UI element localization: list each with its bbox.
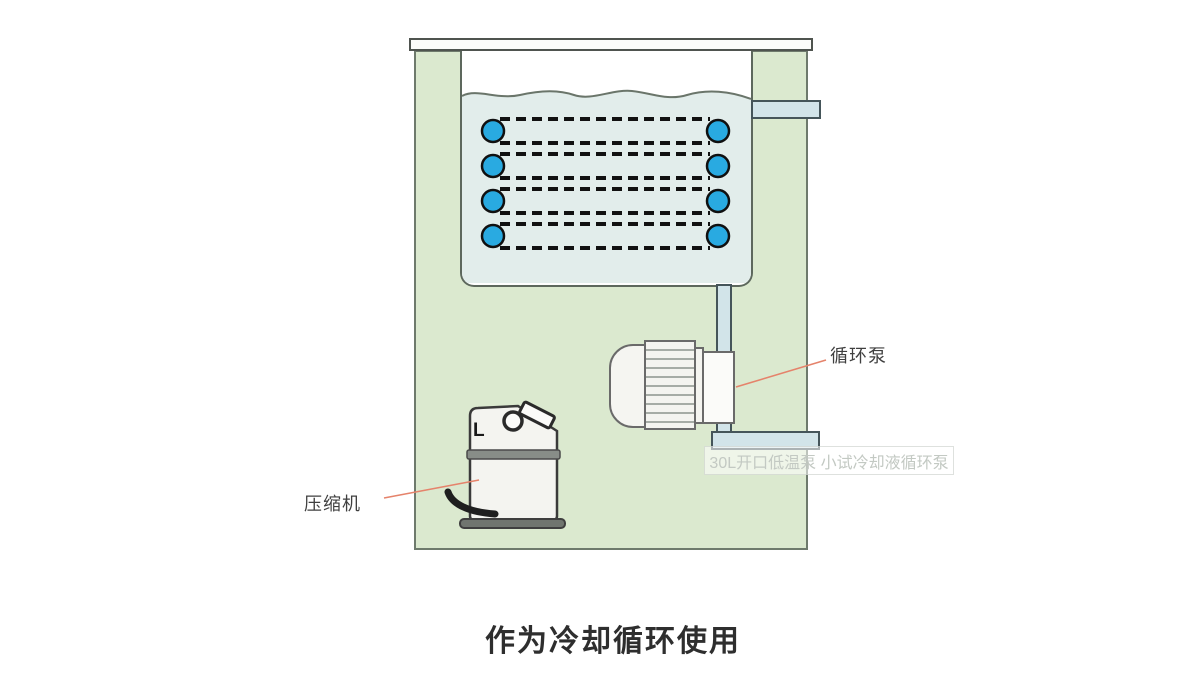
compressor-band (466, 449, 561, 460)
pump-motor-ribbed-body (644, 340, 696, 430)
diagram-caption: 作为冷却循环使用 (485, 625, 741, 658)
pipe-outlet-top (751, 100, 821, 119)
coil-loop-dot (480, 223, 506, 249)
tank-lid (409, 38, 813, 51)
pump-motor-dome (609, 344, 647, 428)
coil-loop-dot (705, 153, 731, 179)
coil-loop-dot (480, 153, 506, 179)
compressor-stub (518, 400, 556, 430)
compressor-base (459, 518, 566, 529)
coil-loop-dot (705, 188, 731, 214)
compressor-port (502, 410, 524, 432)
coil-loop-dot (705, 223, 731, 249)
coil-loop-dot (480, 188, 506, 214)
coil-loop-dot (480, 118, 506, 144)
bath-svg (462, 89, 751, 283)
coil-loop-dot (705, 118, 731, 144)
pump-label: 循环泵 (830, 346, 887, 366)
pump-flange (702, 351, 735, 424)
compressor: L (444, 400, 566, 529)
water (462, 90, 751, 283)
compressor-label: 压缩机 (304, 494, 361, 514)
water-surface-line (462, 89, 751, 100)
coil-group (480, 117, 731, 250)
compressor-mark: L (473, 420, 485, 441)
watermark-text: 30L开口低温泵 小试冷却液循环泵 (704, 446, 954, 475)
cooling-bath (460, 49, 753, 287)
